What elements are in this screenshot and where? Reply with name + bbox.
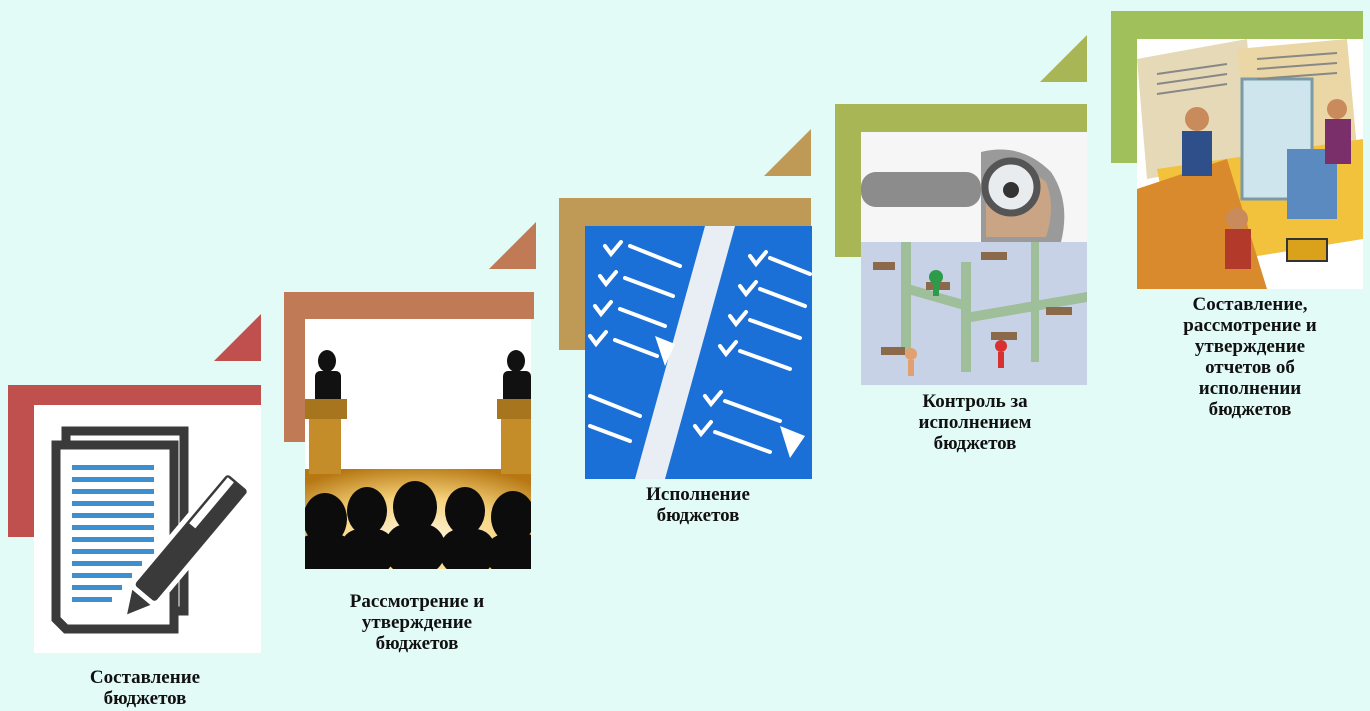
step-5-caption-line: отчетов об	[1205, 357, 1295, 378]
step-2-caption-line: Рассмотрение и	[349, 591, 485, 612]
step-5-caption-line: Составление,	[1192, 294, 1308, 315]
step-4-bracket-side	[835, 104, 861, 257]
step-3-bracket	[559, 198, 811, 226]
document-pen-icon	[51, 426, 252, 634]
step-2-arrow-triangle	[489, 222, 536, 269]
step-3-caption-line: Исполнение	[646, 484, 750, 505]
step-5-caption-line: бюджетов	[1208, 399, 1292, 420]
step-2-caption-line: бюджетов	[375, 633, 459, 654]
step-2-bracket-side	[284, 292, 305, 442]
step-1-caption-line: бюджетов	[103, 688, 187, 709]
office-collage-image	[1137, 39, 1363, 289]
step-5-image	[1137, 39, 1363, 289]
step-4-caption-line: бюджетов	[933, 433, 1017, 454]
step-3-image	[585, 226, 812, 479]
step-5-caption-line: исполнении	[1198, 378, 1302, 399]
step-1-arrow-triangle	[214, 314, 261, 361]
step-3-bracket-side	[559, 198, 585, 350]
step-5-bracket-side	[1111, 11, 1137, 163]
step-5-caption: Составление, рассмотрение и утверждение …	[1150, 294, 1350, 420]
step-5-caption-line: утверждение	[1194, 336, 1306, 357]
step-2-caption: Рассмотрение и утверждение бюджетов	[310, 591, 524, 654]
step-3-caption: Исполнение бюджетов	[600, 484, 796, 526]
step-4-caption-line: исполнением	[918, 412, 1032, 433]
step-2-bracket	[284, 292, 534, 319]
step-4-bracket	[835, 104, 1087, 132]
step-1-image	[34, 405, 261, 653]
step-4-arrow-triangle	[1040, 35, 1087, 82]
step-1-bracket	[8, 385, 261, 405]
step-2-caption-line: утверждение	[361, 612, 473, 633]
step-5-caption-line: рассмотрение и	[1183, 315, 1317, 336]
step-1-caption-line: Составление	[89, 667, 201, 688]
step-4-image	[861, 132, 1087, 385]
step-3-arrow-triangle	[764, 129, 811, 176]
step-1-bracket-side	[8, 385, 34, 537]
checklist-image	[585, 226, 812, 479]
step-3-caption-line: бюджетов	[656, 505, 740, 526]
magnifier-office-image	[861, 132, 1087, 385]
step-4-caption: Контроль за исполнением бюджетов	[880, 391, 1070, 454]
step-1-caption: Составление бюджетов	[50, 667, 240, 709]
step-4-caption-line: Контроль за	[922, 391, 1028, 412]
step-5-bracket	[1111, 11, 1363, 39]
step-2-image	[305, 319, 531, 569]
podium-audience-image	[305, 319, 531, 569]
